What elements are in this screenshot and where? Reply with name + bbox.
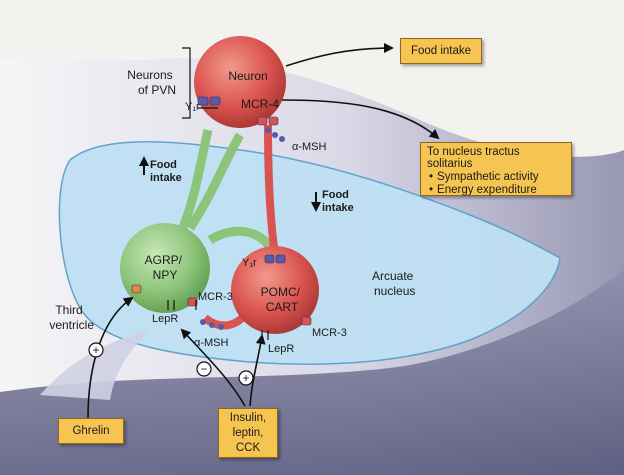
plus-ghrelin-text: +	[92, 343, 99, 357]
arrow-to-food-intake	[285, 43, 394, 67]
agrp-axon-2	[186, 132, 244, 231]
msh-bottom-label: α-MSH	[194, 337, 229, 349]
lepr-right-tick	[261, 330, 269, 340]
pomc-neuron	[231, 246, 319, 334]
plus-ghrelin-icon	[88, 342, 104, 358]
pvn-label-2: of PVN	[138, 83, 176, 97]
arrow-to-nts	[281, 99, 440, 140]
receptor-icon	[131, 96, 312, 326]
nts-item-sympathetic: Sympathetic activity	[437, 171, 565, 184]
insulin-line-2: leptin,	[232, 427, 264, 439]
lepr-right-label: LepR	[268, 343, 294, 355]
arrow-insulin-pomc	[249, 334, 266, 407]
arrow-insulin-agrp	[180, 328, 246, 407]
insulin-box: Insulin, leptin, CCK	[218, 408, 278, 458]
svg-text:Food intake: Food intake	[322, 189, 354, 214]
food-intake-box: Food intake	[400, 38, 482, 64]
mcr3-mid-label: MCR-3	[198, 291, 233, 303]
ghrelin-box: Ghrelin	[58, 418, 124, 444]
nts-list: Sympathetic activity Energy expenditure	[427, 171, 565, 197]
agrp-axon-1	[175, 128, 213, 237]
agrp-label-2: NPY	[153, 268, 178, 282]
arcuate-label-2: nucleus	[374, 284, 415, 298]
neuron-label: Neuron	[228, 69, 267, 83]
svg-text:AGRP/ NPY: AGRP/ NPY	[145, 253, 186, 282]
pomc-label-2: CART	[266, 300, 299, 314]
mcr3-right-label: MCR-3	[312, 327, 347, 339]
lepr-left-tick	[167, 300, 175, 310]
food-down-label-1: Food	[322, 189, 349, 201]
nts-item-energy: Energy expenditure	[437, 184, 565, 197]
plus-insulin-icon	[238, 370, 254, 386]
svg-text:POMC/ CART: POMC/ CART	[261, 285, 304, 314]
svg-text:Third ventricle: Third ventricle	[49, 303, 94, 332]
nts-box: To nucleus tractus solitarius Sympatheti…	[420, 142, 572, 196]
arcuate-label-1: Arcuate	[372, 269, 414, 283]
mcr4-label: MCR-4	[241, 97, 279, 111]
lepr-left-label: LepR	[152, 313, 178, 325]
svg-text:Food intake: Food intake	[150, 159, 182, 184]
pvn-bracket	[182, 47, 191, 119]
ventricle-label-2: ventricle	[49, 318, 94, 332]
pvn-label-1: Neurons	[127, 68, 172, 82]
plus-insulin-text: +	[242, 371, 249, 385]
minus-insulin-icon	[196, 361, 212, 377]
agrp-neuron	[120, 223, 210, 313]
insulin-line-1: Insulin,	[229, 412, 267, 424]
vesicles	[200, 127, 285, 330]
food-down-label-2: intake	[322, 202, 354, 214]
msh-top-label: α-MSH	[292, 141, 327, 153]
ventricle-floor	[0, 270, 624, 475]
insulin-line-3: CCK	[235, 442, 261, 454]
food-up-label-2: intake	[150, 172, 182, 184]
y1r-top-label: Y₁r	[185, 101, 200, 113]
svg-text:Arcuate nucleus: Arcuate nucleus	[372, 269, 417, 298]
food-up-label-1: Food	[150, 159, 177, 171]
ventricle-label-1: Third	[55, 303, 82, 317]
arcuate-region	[58, 141, 561, 365]
y1r-mid-label: Y₁r	[242, 257, 257, 269]
pomc-label-1: POMC/	[261, 285, 301, 299]
agrp-axon-3	[207, 226, 276, 253]
pomc-axon-1	[264, 124, 279, 256]
ventricle-stalk	[40, 330, 150, 400]
minus-insulin-text: −	[200, 362, 207, 376]
agrp-label-1: AGRP/	[145, 253, 183, 267]
nts-title: To nucleus tractus solitarius	[427, 146, 520, 170]
svg-text:Neurons of PVN: Neurons of PVN	[127, 68, 176, 97]
